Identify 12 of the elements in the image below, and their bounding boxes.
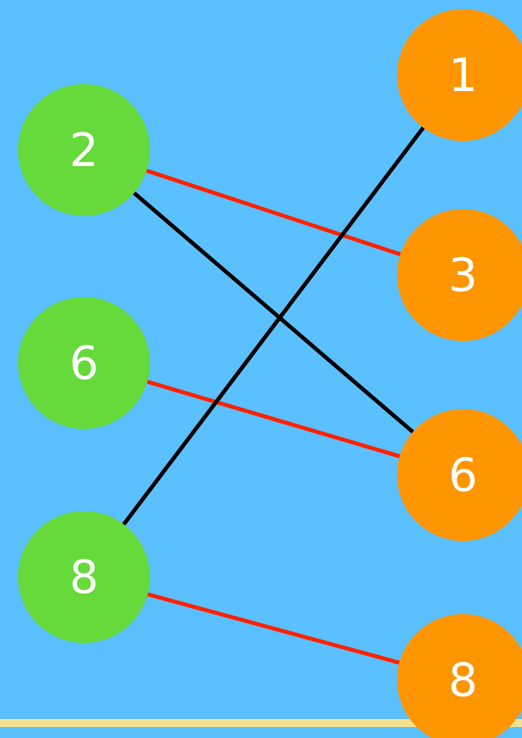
node-number: 6 <box>448 452 478 498</box>
connector-line <box>146 168 401 256</box>
node-number: 8 <box>69 554 99 600</box>
node-number: 2 <box>69 127 99 173</box>
connector-line <box>132 191 414 434</box>
node-number: 3 <box>448 252 478 298</box>
connector-line <box>146 380 400 458</box>
node-number: 8 <box>448 657 478 703</box>
connector-line <box>122 126 425 526</box>
node-number: 1 <box>448 52 478 98</box>
connector-line <box>147 592 400 665</box>
node-number: 6 <box>69 340 99 386</box>
